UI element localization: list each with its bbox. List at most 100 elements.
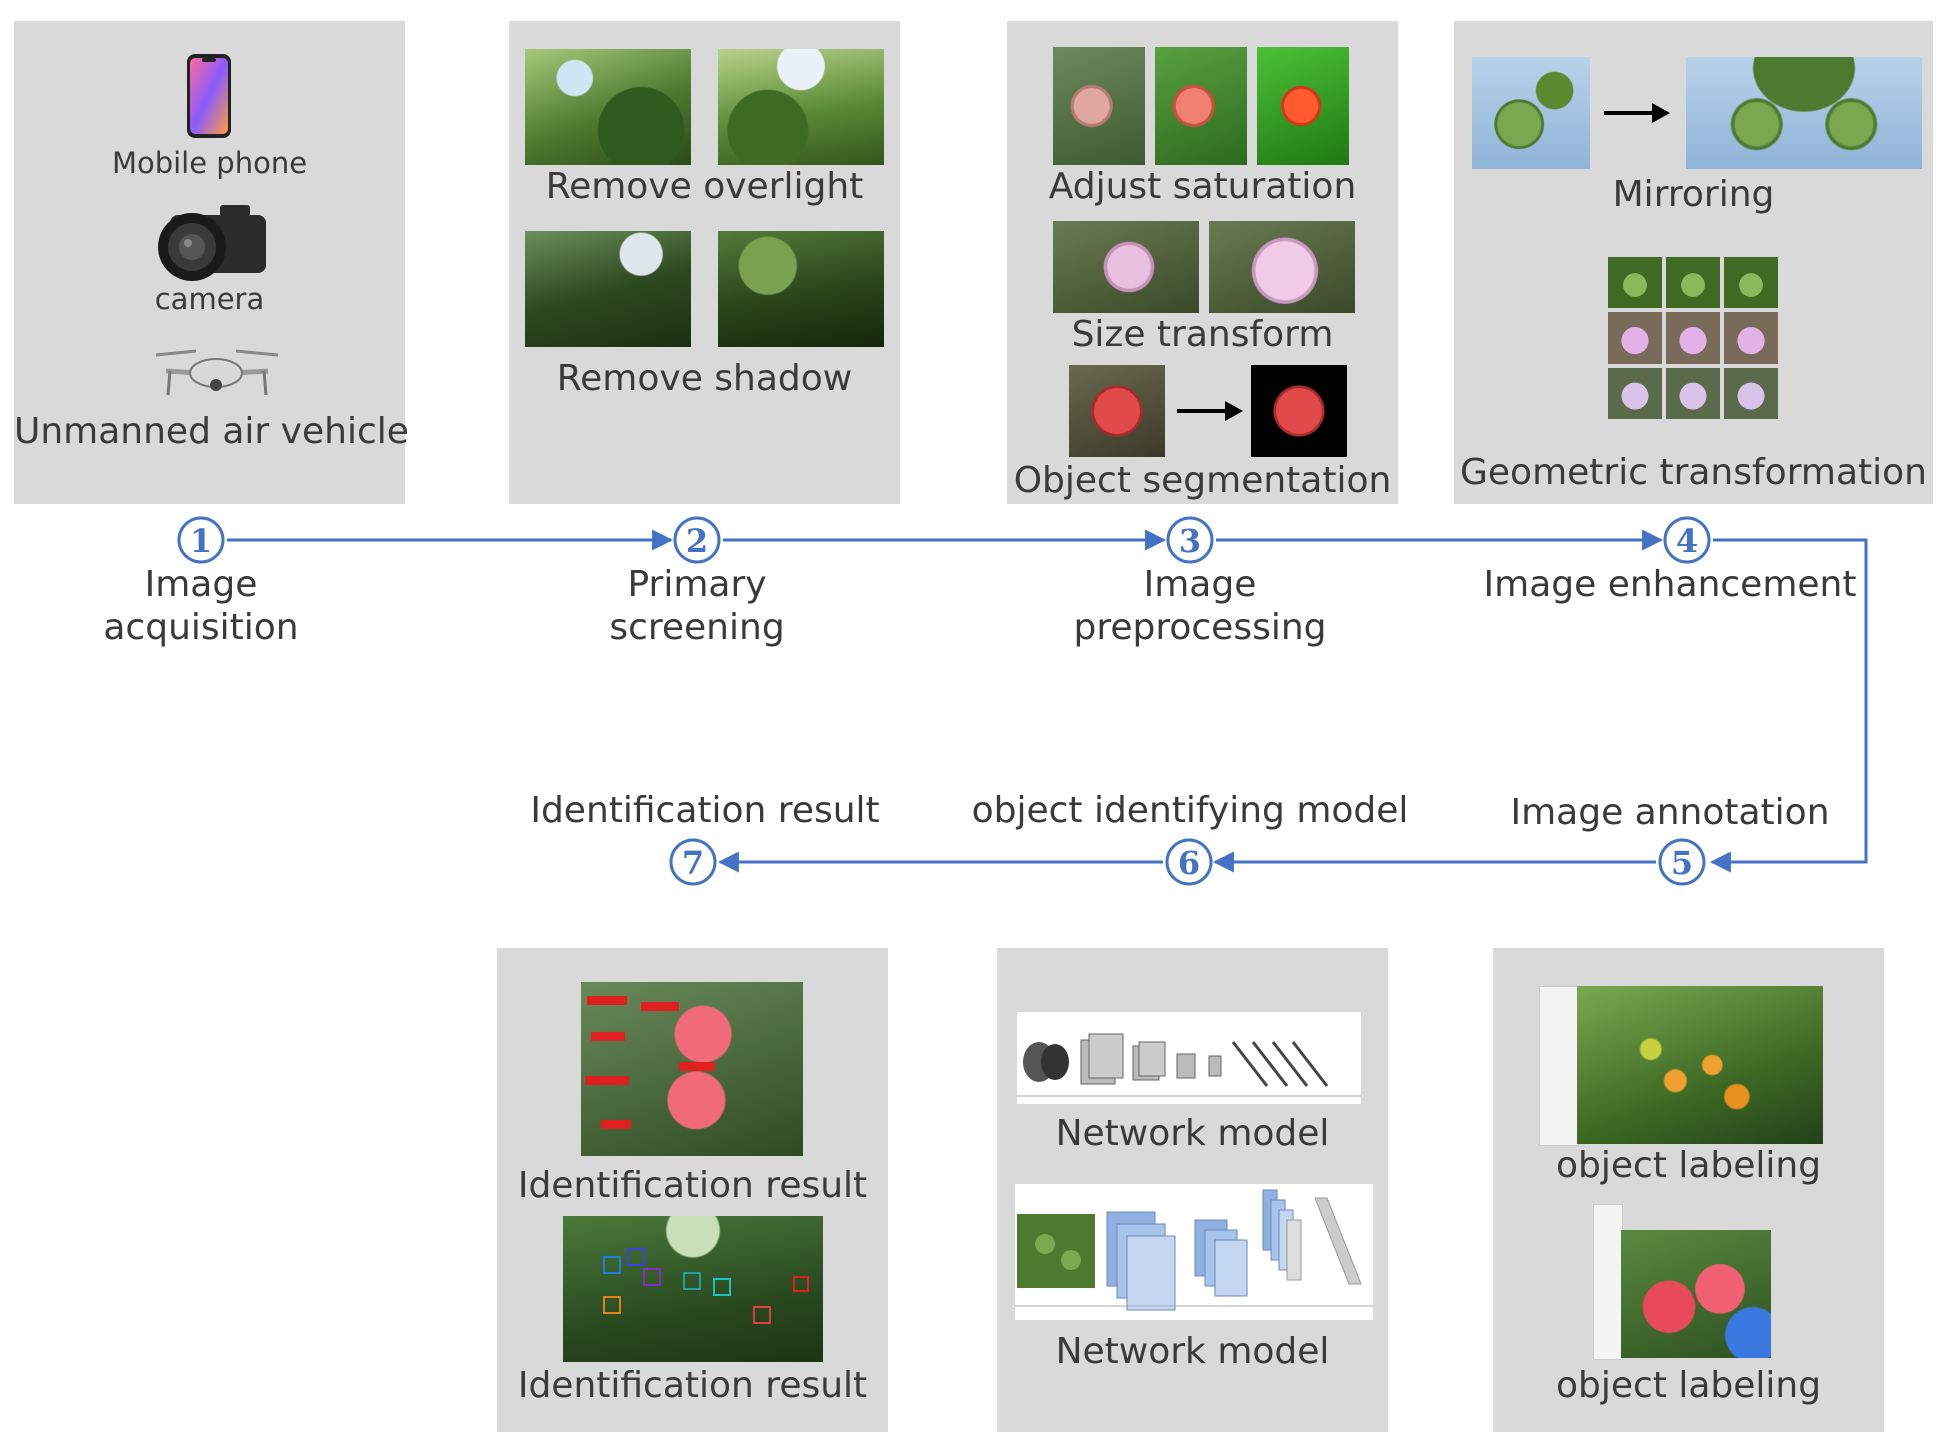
step-marker-4: 4 xyxy=(1663,516,1711,564)
detection-box xyxy=(601,1120,631,1129)
labeling-tool-sidebar-2 xyxy=(1593,1204,1623,1360)
camera-icon xyxy=(158,205,266,281)
step-number: 4 xyxy=(1676,522,1698,560)
step-label-1: Image acquisition xyxy=(101,563,301,649)
object-labeling-label-1: object labeling xyxy=(1555,1145,1822,1186)
step-label-4: Image enhancement xyxy=(1480,563,1860,606)
mirroring-label: Mirroring xyxy=(1612,174,1775,215)
cnn-layers-icon xyxy=(1015,1189,1373,1311)
step-label-2: Primary screening xyxy=(597,563,797,649)
network-model-label-2: Network model xyxy=(1055,1331,1330,1372)
grid-photo xyxy=(1724,312,1778,364)
step-label-line: Image xyxy=(1143,564,1257,605)
foliage-photo-shadow-1 xyxy=(525,231,691,347)
grid-photo xyxy=(1608,367,1662,419)
result-photo-leaves xyxy=(563,1216,823,1362)
size-transform-label: Size transform xyxy=(1071,314,1334,355)
step-marker-3: 3 xyxy=(1166,516,1214,564)
step-label-line: preprocessing xyxy=(1073,607,1327,648)
step-number: 2 xyxy=(686,522,708,560)
step-label-line: Primary xyxy=(627,564,767,605)
step-marker-1: 1 xyxy=(177,516,225,564)
step-label-line: Image enhancement xyxy=(1483,564,1857,605)
foliage-photo-shadow-2 xyxy=(718,231,884,347)
detection-box xyxy=(793,1276,809,1292)
object-segmentation-label: Object segmentation xyxy=(1013,460,1392,501)
arrow-right-icon xyxy=(1177,401,1243,421)
foliage-photo-overlight-2 xyxy=(718,49,884,165)
step-number: 1 xyxy=(190,522,212,560)
detection-box xyxy=(713,1278,731,1296)
saturation-photo-mid xyxy=(1155,47,1247,165)
step-marker-2: 2 xyxy=(673,516,721,564)
step-label-line: Identification result xyxy=(530,790,880,831)
panel-identification-result: Identification result Identification res… xyxy=(497,948,888,1432)
step-label-7: Identification result xyxy=(530,789,880,832)
detection-box xyxy=(627,1248,645,1266)
grid-photo xyxy=(1724,367,1778,419)
drone-icon xyxy=(155,349,279,396)
mirroring-photo-mirrored xyxy=(1686,57,1922,169)
mobile-phone-icon xyxy=(187,54,231,138)
geometric-transform-grid xyxy=(1608,257,1778,419)
step-marker-6: 6 xyxy=(1165,838,1213,886)
labeling-tool-sidebar-1 xyxy=(1539,986,1579,1146)
size-photo-small xyxy=(1053,221,1199,313)
labeling-photo-apples xyxy=(1621,1230,1771,1358)
mirroring-photo-original xyxy=(1472,57,1590,169)
panel-image-preprocessing: Adjust saturation Size transform Object … xyxy=(1007,21,1398,504)
labeling-photo-fruit-tree xyxy=(1577,986,1823,1144)
grid-photo xyxy=(1724,257,1778,309)
object-labeling-label-2: object labeling xyxy=(1555,1365,1822,1406)
drone-label: Unmanned air vehicle xyxy=(14,411,409,452)
step-marker-5: 5 xyxy=(1658,838,1706,886)
step-number: 3 xyxy=(1179,522,1201,560)
step-label-line: Image annotation xyxy=(1510,792,1830,833)
network-diagram-2 xyxy=(1015,1184,1373,1320)
detection-box xyxy=(603,1296,621,1314)
detection-box xyxy=(641,1002,679,1011)
step-label-3: Image preprocessing xyxy=(1060,563,1340,649)
camera-label: camera xyxy=(154,282,265,316)
saturation-photo-high xyxy=(1257,47,1349,165)
size-photo-large xyxy=(1209,221,1355,313)
step-marker-7: 7 xyxy=(669,838,717,886)
detection-box xyxy=(679,1062,715,1071)
arrow-right-icon xyxy=(1604,103,1670,123)
grid-photo xyxy=(1608,312,1662,364)
step-label-5: Image annotation xyxy=(1500,791,1840,834)
grid-photo xyxy=(1666,312,1720,364)
network-diagram-1 xyxy=(1017,1012,1361,1104)
step-label-line: acquisition xyxy=(103,607,299,648)
adjust-saturation-label: Adjust saturation xyxy=(1048,166,1357,207)
foliage-photo-overlight-1 xyxy=(525,49,691,165)
step-label-line: screening xyxy=(609,607,785,648)
step-label-line: Image xyxy=(144,564,258,605)
step-label-line: object identifying model xyxy=(971,790,1409,831)
cnn-layers-icon xyxy=(1017,1033,1361,1097)
panel-image-acquisition: Mobile phone camera Unmanned air vehicle xyxy=(14,21,409,504)
grid-photo xyxy=(1666,367,1720,419)
panel-primary-screening: Remove overlight Remove shadow xyxy=(509,21,900,504)
grid-photo xyxy=(1608,257,1662,309)
step-label-6: object identifying model xyxy=(960,789,1420,832)
identification-result-label-1: Identification result xyxy=(517,1165,868,1206)
detection-box xyxy=(585,1076,629,1085)
panel-image-annotation: object labeling object labeling xyxy=(1493,948,1884,1432)
remove-shadow-label: Remove shadow xyxy=(556,358,853,399)
detection-box xyxy=(603,1256,621,1274)
identification-result-label-2: Identification result xyxy=(517,1365,868,1406)
connector-4-5 xyxy=(1709,538,1868,873)
panel-object-identifying-model: Network model Network model xyxy=(997,948,1388,1432)
panel-image-enhancement: Mirroring Geometric transformation xyxy=(1454,21,1933,504)
step-number: 6 xyxy=(1178,844,1200,882)
grid-photo xyxy=(1666,257,1720,309)
geometric-transformation-label: Geometric transformation xyxy=(1460,452,1927,493)
network-model-label-1: Network model xyxy=(1055,1113,1330,1154)
segmentation-photo-masked xyxy=(1251,365,1347,457)
detection-box xyxy=(643,1268,661,1286)
detection-box xyxy=(591,1032,625,1041)
detection-box xyxy=(587,996,627,1005)
detection-box xyxy=(753,1306,771,1324)
